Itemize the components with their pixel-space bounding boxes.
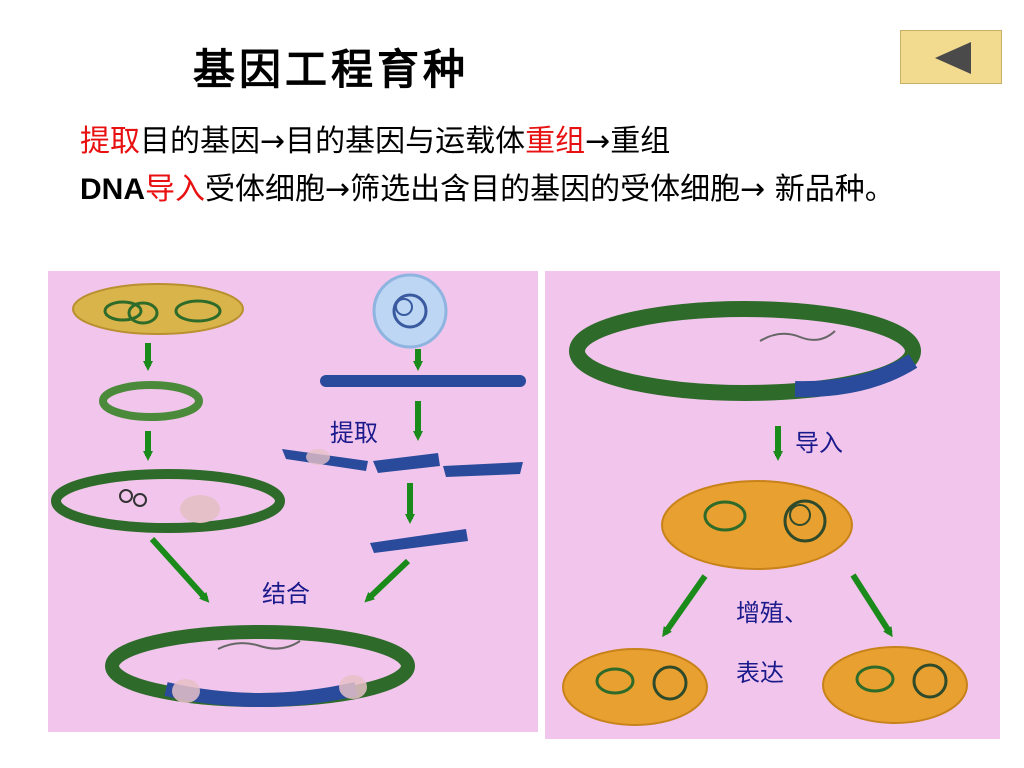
highlight-introduce: 导入 [145, 172, 205, 207]
daughter-cell-left [562, 648, 708, 726]
plasmid-cut [51, 469, 285, 533]
highlight-recombine: 重组 [525, 124, 586, 159]
expression-diagram [562, 301, 968, 726]
process-arrows-right [662, 426, 893, 638]
recombinant-plasmid-large [569, 301, 921, 401]
diagram-panel-left: 提取 结合 [48, 271, 538, 732]
process-arrows [143, 343, 423, 603]
recombination-diagram [51, 273, 526, 707]
back-button[interactable] [900, 30, 1002, 84]
label-extract: 提取 [330, 419, 378, 447]
target-gene-segment [370, 529, 468, 553]
highlight-extract: 提取 [80, 124, 140, 159]
page-title: 基因工程育种 [193, 45, 470, 94]
dna-cut-segments [282, 449, 523, 477]
plasmid-ring [99, 381, 203, 421]
diagram-panel-right: 导入 增殖、 表达 [545, 271, 1000, 739]
desc-segment: 目的基因→目的基因与运载体 [140, 124, 526, 159]
triangle-left-icon [935, 42, 971, 74]
recombinant-plasmid [105, 625, 415, 707]
description-text: 提取目的基因→目的基因与运载体重组→重组 DNA导入受体细胞→筛选出含目的基因的受… [80, 118, 910, 214]
desc-dna: DNA [80, 173, 145, 206]
host-cell [661, 480, 853, 570]
desc-segment: 受体细胞→筛选出含目的基因的受体细胞→ 新品种。 [205, 172, 895, 207]
label-express: 表达 [736, 659, 784, 687]
label-combine: 结合 [262, 580, 310, 608]
dna-strand [320, 375, 526, 387]
label-proliferate: 增殖、 [736, 599, 808, 627]
bacterium-cell [72, 283, 244, 335]
desc-segment: →重组 [585, 124, 671, 159]
daughter-cell-right [822, 646, 968, 724]
label-introduce: 导入 [795, 429, 843, 457]
donor-cell [372, 273, 448, 349]
